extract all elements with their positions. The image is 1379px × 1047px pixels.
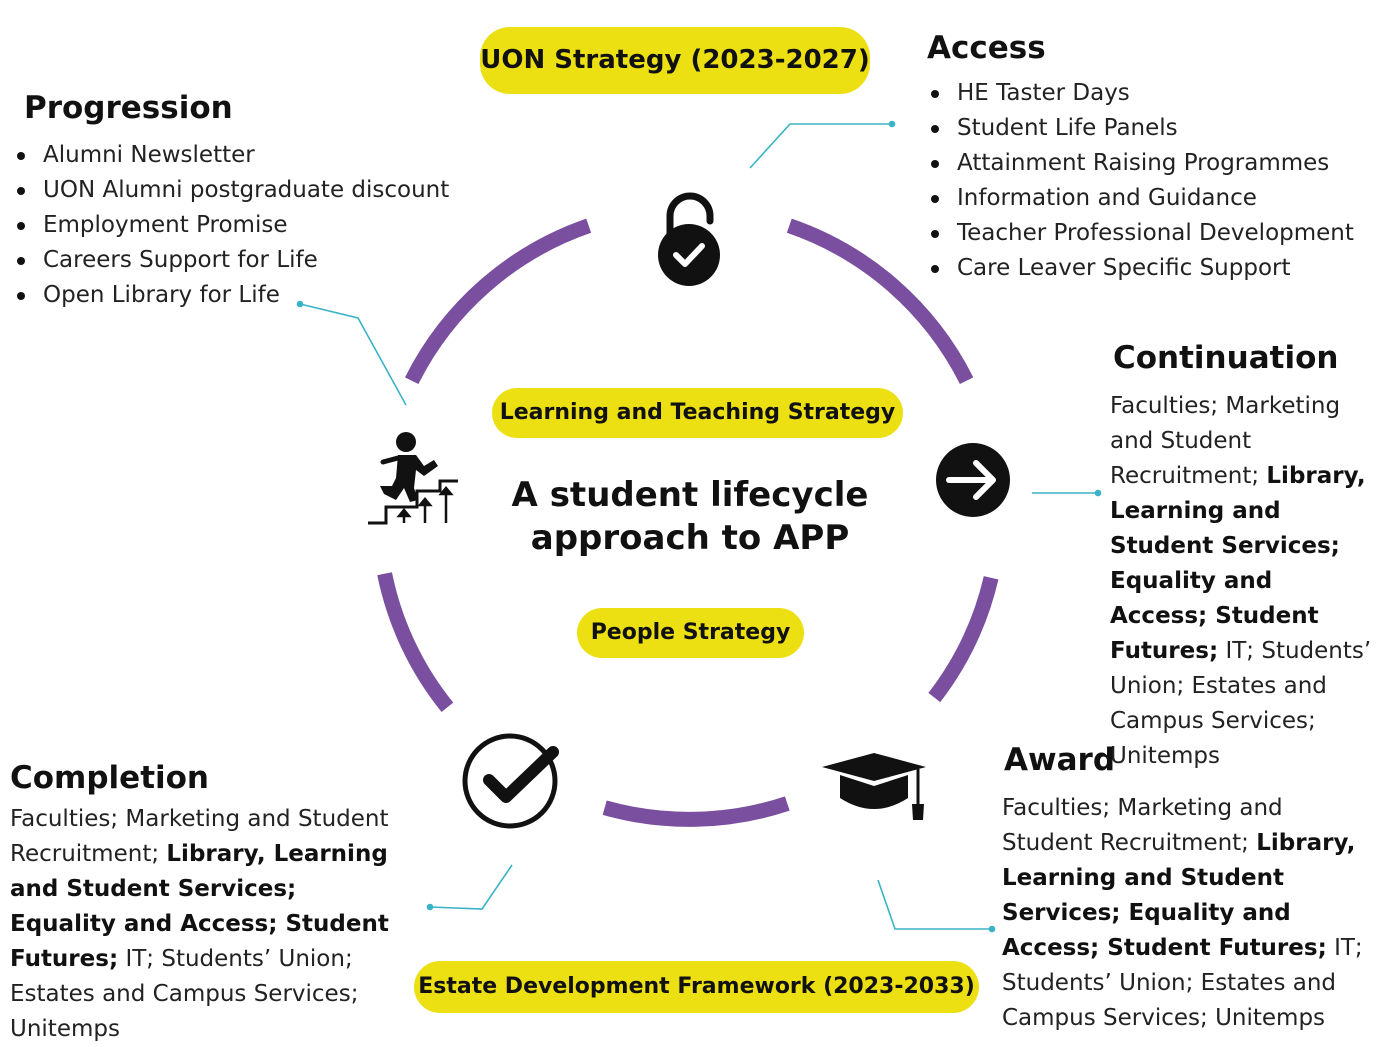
people-strategy-pill: People Strategy bbox=[577, 608, 804, 658]
progression-heading: Progression bbox=[24, 90, 233, 126]
connector-completion bbox=[429, 864, 513, 910]
continuation-text-part-2: IT; Students’ Union; Estates and Campus … bbox=[1110, 638, 1372, 769]
arc-continuation-to-award bbox=[928, 576, 999, 703]
progression-item: Alumni Newsletter bbox=[11, 138, 449, 173]
stairs-climber-icon bbox=[368, 432, 458, 525]
access-item: Information and Guidance bbox=[925, 181, 1354, 216]
access-item: Care Leaver Specific Support bbox=[925, 251, 1354, 286]
connector-completion-dot bbox=[426, 903, 434, 911]
uon-strategy-pill: UON Strategy (2023-2027) bbox=[480, 27, 870, 94]
continuation-heading: Continuation bbox=[1113, 340, 1339, 376]
center-title-line-1: A student lifecycle bbox=[511, 475, 869, 515]
progression-item: Careers Support for Life bbox=[11, 243, 449, 278]
continuation-text-part-1: Faculties; Marketing and Student Recruit… bbox=[1110, 393, 1341, 489]
award-text-bold: Library, Learning and Student Services; … bbox=[1002, 830, 1356, 961]
progression-item: UON Alumni postgraduate discount bbox=[11, 173, 449, 208]
connector-continuation-dot bbox=[1094, 489, 1102, 497]
lifecycle-ring bbox=[377, 218, 999, 827]
completion-text-bold: Library, Learning and Student Services; … bbox=[10, 841, 389, 972]
center-title-line-2: approach to APP bbox=[530, 518, 850, 558]
graduation-cap-icon bbox=[822, 753, 926, 820]
unlocked-padlock-icon bbox=[658, 192, 720, 286]
check-circle-icon bbox=[462, 733, 559, 829]
arc-progression-to-access bbox=[404, 218, 592, 385]
connector-access bbox=[749, 123, 892, 169]
connector-progression bbox=[299, 303, 407, 406]
access-item: Attainment Raising Programmes bbox=[925, 146, 1354, 181]
arc-award-to-completion bbox=[602, 796, 790, 827]
award-text-part-2: IT; Students’ Union; Estates and Campus … bbox=[1002, 935, 1363, 1031]
connector-access-dot bbox=[888, 120, 896, 128]
access-heading: Access bbox=[927, 30, 1046, 66]
learning-teaching-strategy-pill: Learning and Teaching Strategy bbox=[492, 388, 903, 438]
center-title: A student lifecycle approach to APP bbox=[470, 474, 910, 560]
connector-award bbox=[877, 879, 992, 930]
award-text-part-1: Faculties; Marketing and Student Recruit… bbox=[1002, 795, 1283, 856]
continuation-text-bold: Library, Learning and Student Services; … bbox=[1110, 463, 1366, 664]
access-item: HE Taster Days bbox=[925, 76, 1354, 111]
arrow-right-circle-icon bbox=[936, 443, 1010, 517]
connector-progression-dot bbox=[296, 300, 304, 308]
arc-completion-to-progression bbox=[377, 572, 454, 713]
completion-heading: Completion bbox=[10, 760, 210, 796]
completion-text: Faculties; Marketing and Student Recruit… bbox=[10, 802, 410, 1047]
award-text: Faculties; Marketing and Student Recruit… bbox=[1002, 791, 1364, 1036]
continuation-text: Faculties; Marketing and Student Recruit… bbox=[1110, 389, 1372, 774]
award-heading: Award bbox=[1004, 742, 1116, 778]
estate-framework-pill: Estate Development Framework (2023-2033) bbox=[414, 961, 979, 1013]
completion-text-part-1: Faculties; Marketing and Student Recruit… bbox=[10, 806, 389, 867]
arc-access-to-continuation bbox=[786, 218, 974, 385]
access-item: Student Life Panels bbox=[925, 111, 1354, 146]
progression-list: Alumni Newsletter UON Alumni postgraduat… bbox=[11, 138, 449, 313]
access-list: HE Taster Days Student Life Panels Attai… bbox=[925, 76, 1354, 286]
connector-award-dot bbox=[988, 925, 996, 933]
access-item: Teacher Professional Development bbox=[925, 216, 1354, 251]
progression-item: Employment Promise bbox=[11, 208, 449, 243]
progression-item: Open Library for Life bbox=[11, 278, 449, 313]
